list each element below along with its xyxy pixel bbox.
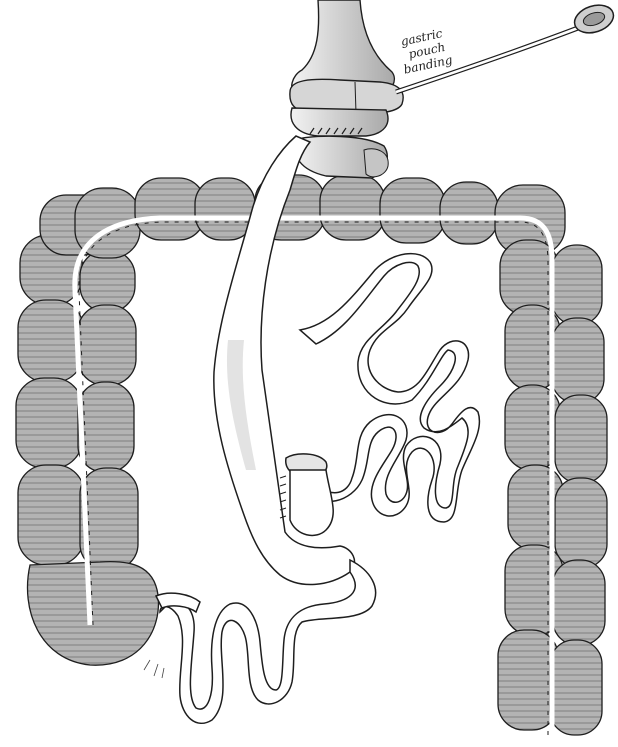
common-channel bbox=[156, 560, 376, 723]
sketch-marks bbox=[144, 660, 164, 678]
esophagus-and-pouch bbox=[290, 0, 403, 178]
gastric-pouch bbox=[291, 108, 388, 136]
gastric-pouch-banding-label: gastric pouch banding bbox=[396, 25, 453, 76]
small-bowel-loops bbox=[280, 254, 479, 536]
